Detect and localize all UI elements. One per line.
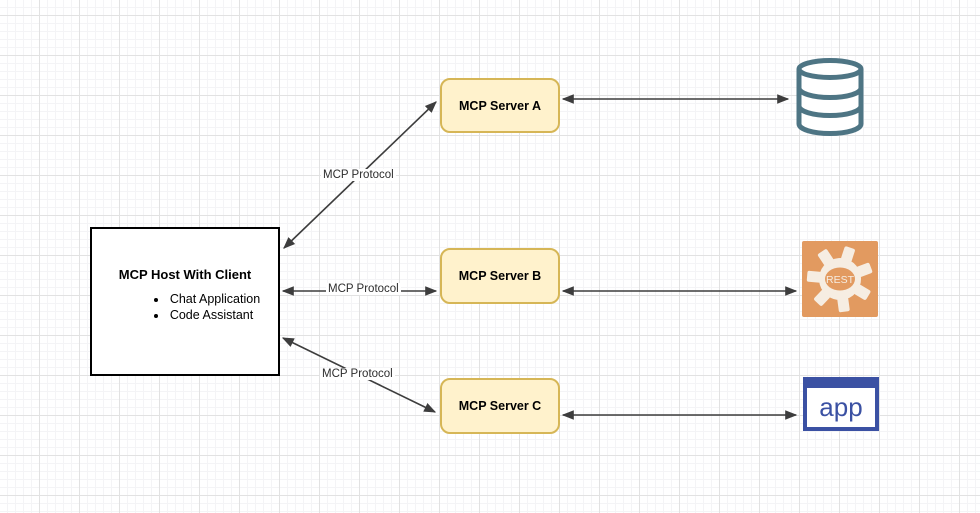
mcp-server-b-label: MCP Server B — [458, 269, 542, 283]
database-icon[interactable] — [794, 58, 866, 136]
app-label: app — [819, 391, 863, 422]
edge-label-mcp-protocol-a[interactable]: MCP Protocol — [321, 169, 396, 181]
host-bullet-chat-application: Chat Application — [168, 292, 260, 308]
mcp-server-b-box[interactable]: MCP Server B — [440, 248, 560, 304]
database-cylinder-icon — [796, 58, 864, 136]
host-bullet-code-assistant: Code Assistant — [168, 308, 260, 324]
app-window-icon[interactable]: app — [803, 377, 879, 431]
mcp-server-a-box[interactable]: MCP Server A — [440, 78, 560, 133]
gear-icon: REST — [806, 246, 873, 313]
edge-label-mcp-protocol-b[interactable]: MCP Protocol — [326, 283, 401, 295]
edge-label-mcp-protocol-c[interactable]: MCP Protocol — [320, 368, 395, 380]
mcp-host-box[interactable]: MCP Host With Client Chat Application Co… — [90, 227, 280, 376]
rest-label: REST — [826, 274, 855, 286]
mcp-server-a-label: MCP Server A — [459, 98, 541, 113]
mcp-server-c-label: MCP Server C — [458, 399, 542, 413]
mcp-host-bullet-list: Chat Application Code Assistant — [110, 292, 260, 323]
rest-api-icon[interactable]: REST — [802, 241, 878, 317]
mcp-server-c-box[interactable]: MCP Server C — [440, 378, 560, 434]
mcp-host-title: MCP Host With Client — [118, 267, 252, 282]
